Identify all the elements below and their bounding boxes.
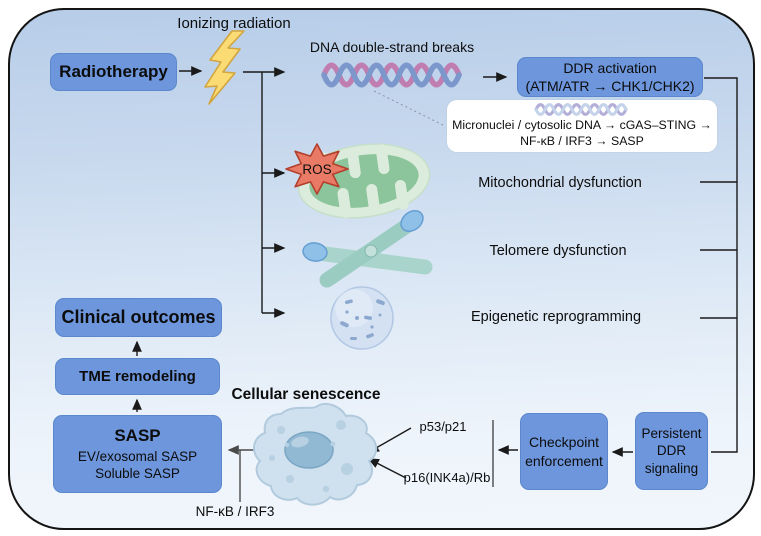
radiotherapy-box: Radiotherapy	[50, 53, 177, 91]
cgas-sting-box: Micronuclei / cytosolic DNA → cGAS–STING…	[447, 100, 717, 152]
senescent-cell-illustration	[253, 403, 378, 506]
micronuclei-dna-icon	[534, 103, 628, 117]
dotted-dna-to-sting	[373, 90, 446, 127]
clinical-outcomes-box: Clinical outcomes	[55, 298, 222, 337]
sasp-box: SASP EV/exosomal SASP Soluble SASP	[53, 415, 222, 493]
ddr-activation-box: DDR activation (ATM/ATR → CHK1/CHK2)	[517, 57, 703, 97]
dna-helix-illustration	[321, 62, 462, 88]
sasp-line3: Soluble SASP	[95, 466, 180, 482]
persistent-ddr-box: Persistent DDR signaling	[635, 412, 708, 490]
ddr-activation-line1: DDR activation	[563, 59, 657, 76]
p16-rb-label: p16(INK4a)/Rb	[403, 470, 491, 485]
ros-label: ROS	[302, 162, 332, 177]
right-rail	[704, 77, 738, 453]
persistent-line1: Persistent	[641, 425, 702, 441]
nucleus-illustration	[330, 286, 394, 350]
telomere-dysfunction-label: Telomere dysfunction	[489, 243, 627, 259]
dna-breaks-label: DNA double-strand breaks	[309, 39, 475, 55]
chromosome-illustration	[302, 210, 433, 288]
p53-p21-label: p53/p21	[419, 419, 467, 434]
sasp-line2: EV/exosomal SASP	[77, 448, 198, 464]
ros-star-icon	[285, 143, 349, 195]
persistent-line3: signaling	[644, 460, 699, 476]
epigenetic-reprogramming-label: Epigenetic reprogramming	[470, 309, 642, 325]
nfkb-irf3-label: NF-κB / IRF3	[195, 504, 275, 519]
sasp-title: SASP	[114, 426, 161, 446]
cellular-senescence-label: Cellular senescence	[231, 386, 381, 403]
connector-lines	[132, 66, 738, 502]
lightning-bolt-icon	[204, 30, 245, 105]
ddr-activation-line2: (ATM/ATR → CHK1/CHK2)	[525, 78, 695, 94]
checkpoint-enforcement-box: Checkpoint enforcement	[520, 413, 608, 490]
cgas-sting-line1: Micronuclei / cytosolic DNA → cGAS–STING…	[452, 118, 712, 133]
mitochondrial-dysfunction-label: Mitochondrial dysfunction	[478, 175, 642, 191]
arrow-p16-to-cell	[367, 458, 407, 479]
checkpoint-line1: Checkpoint	[528, 434, 600, 451]
persistent-line2: DDR	[656, 443, 687, 459]
checkpoint-line2: enforcement	[525, 452, 603, 469]
ionizing-radiation-label: Ionizing radiation	[177, 15, 291, 32]
cgas-sting-line2: NF-κB / IRF3 → SASP	[520, 134, 644, 148]
tme-remodeling-box: TME remodeling	[55, 358, 220, 395]
